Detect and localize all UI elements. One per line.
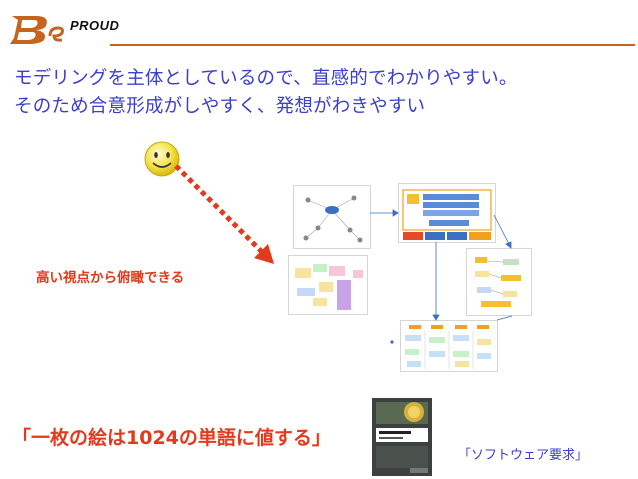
header-rule bbox=[110, 44, 635, 46]
thumbnail-structure-diagram bbox=[398, 183, 496, 243]
thumbnail-flow-diagram bbox=[466, 248, 532, 316]
dotted-arrow bbox=[174, 164, 274, 264]
be-proud-logo bbox=[10, 16, 64, 44]
thumbnail-table-diagram bbox=[400, 320, 498, 372]
book-caption: 「ソフトウェア要求」 bbox=[458, 448, 589, 463]
thumbnail-sticky-notes bbox=[288, 255, 368, 315]
headline-line-1: モデリングを主体としているので、直感的でわかりやすい。 bbox=[14, 68, 518, 89]
smiley-icon bbox=[144, 141, 180, 177]
quote-caption: 「一枚の絵は1024の単語に値する」 bbox=[12, 427, 331, 449]
logo-text: PROUD bbox=[70, 18, 120, 33]
overview-caption: 高い視点から俯瞰できる bbox=[36, 270, 185, 286]
thumbnail-network-diagram bbox=[293, 185, 371, 249]
book-cover-image bbox=[372, 398, 432, 476]
headline-line-2: そのため合意形成がしやすく、発想がわきやすい bbox=[14, 96, 426, 117]
